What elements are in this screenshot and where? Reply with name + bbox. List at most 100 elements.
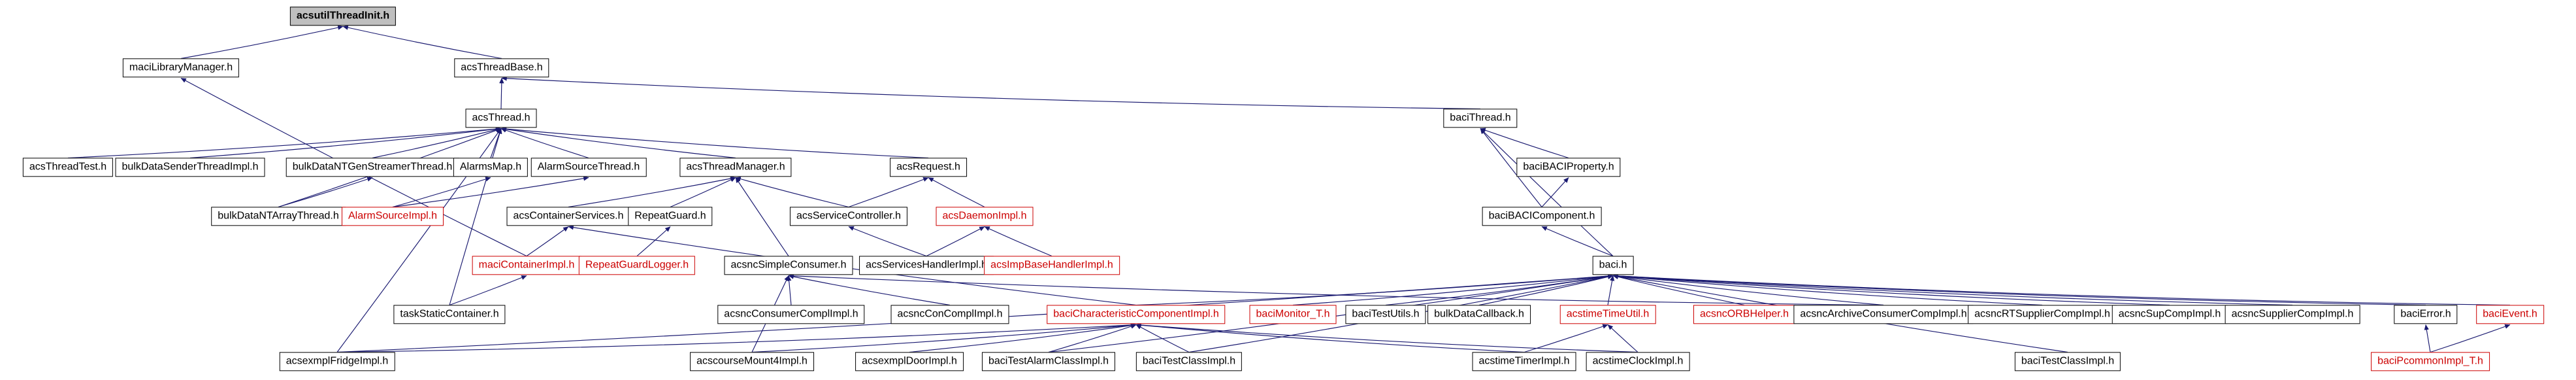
graph-edge-RepeatGuard-to-acsThreadManager: [670, 177, 736, 208]
graph-edge-acsncSupCompImpl-to-baci: [1612, 273, 2170, 306]
graph-edge-bulkDataNTArrayThread-to-bulkDataNTGenStreamerThread: [278, 177, 373, 208]
graph-node-acsImpBaseHandlerImpl[interactable]: acsImpBaseHandlerImpl.h: [984, 256, 1120, 275]
graph-node-AlarmsMap[interactable]: AlarmsMap.h: [453, 158, 529, 177]
graph-node-acsncORBHelper[interactable]: acsncORBHelper.h: [1693, 305, 1796, 324]
graph-edge-maciLibraryManager-to-acsutilThreadInit: [180, 25, 344, 60]
graph-edge-AlarmSourceThread-to-acsThread: [500, 128, 589, 159]
graph-node-acsThreadBase[interactable]: acsThreadBase.h: [454, 58, 549, 78]
graph-node-acsServicesHandlerImpl[interactable]: acsServicesHandlerImpl.h: [859, 256, 994, 275]
graph-edge-baciPcommonImpl_T-to-baciEvent: [2430, 324, 2511, 353]
graph-node-acstimeClockImpl[interactable]: acstimeClockImpl.h: [1586, 352, 1690, 371]
graph-node-AlarmSourceThread[interactable]: AlarmSourceThread.h: [530, 158, 647, 177]
graph-edge-acsServiceController-to-acsThreadManager: [735, 177, 849, 208]
graph-edge-acsImpBaseHandlerImpl-to-acsDaemonImpl: [984, 226, 1052, 257]
graph-node-baciThread[interactable]: baciThread.h: [1443, 109, 1518, 128]
graph-edge-baciThread-to-acsThreadBase: [501, 76, 1481, 110]
graph-node-acsexmplFridgeImpl[interactable]: acsexmplFridgeImpl.h: [279, 352, 395, 371]
graph-edge-acsexmplDoorImpl-to-baciCharacteristicComponentImpl: [909, 322, 1137, 353]
graph-edge-baciEvent-to-baci: [1612, 273, 2511, 306]
graph-node-baciTestAlarmClassImpl[interactable]: baciTestAlarmClassImpl.h: [981, 352, 1116, 371]
graph-edge-acsexmplFridgeImpl-to-baciCharacteristicComponentImpl: [336, 322, 1137, 353]
graph-edge-baciTestAlarmClassImpl-to-baciCharacteristicComponentImpl: [1048, 324, 1137, 353]
graph-edge-bulkDataNTGenStreamerThread-to-acsThread: [372, 127, 502, 159]
graph-edge-acsncArchiveConsumerCompImpl-to-baci: [1612, 273, 1884, 306]
graph-node-maciContainerImpl[interactable]: maciContainerImpl.h: [472, 256, 581, 275]
graph-node-acscourseMount4Impl[interactable]: acscourseMount4Impl.h: [690, 352, 814, 371]
graph-node-acsncSupCompImpl[interactable]: acsncSupCompImpl.h: [2111, 305, 2228, 324]
graph-node-acsContainerServices[interactable]: acsContainerServices.h: [506, 207, 630, 226]
graph-node-acsutilThreadInit[interactable]: acsutilThreadInit.h: [289, 7, 397, 26]
graph-edge-acsThread-to-acsThreadBase: [499, 78, 504, 109]
graph-node-acsServiceController[interactable]: acsServiceController.h: [789, 207, 908, 226]
graph-edge-baciPcommonImpl_T-to-baciError: [2424, 324, 2431, 353]
graph-node-acsRequest[interactable]: acsRequest.h: [890, 158, 967, 177]
graph-node-acsncConComplImpl[interactable]: acsncConComplImpl.h: [890, 305, 1009, 324]
graph-edge-baciBACIComponent-to-baciThread: [1480, 128, 1542, 207]
graph-edge-AlarmSourceImpl-to-AlarmSourceThread: [392, 176, 589, 208]
graph-node-maciLibraryManager[interactable]: maciLibraryManager.h: [122, 58, 240, 78]
graph-edge-baci-to-baciBACIComponent: [1541, 226, 1614, 257]
graph-node-bulkDataNTArrayThread[interactable]: bulkDataNTArrayThread.h: [211, 207, 346, 226]
graph-node-acsThread[interactable]: acsThread.h: [465, 109, 537, 128]
graph-edge-acsContainerServices-to-acsThreadManager: [568, 176, 736, 208]
graph-node-acsDaemonImpl[interactable]: acsDaemonImpl.h: [936, 207, 1034, 226]
graph-edge-baciBACIComponent-to-baciBACIProperty: [1541, 177, 1569, 207]
graph-edge-acsncRTSupplierCompImpl-to-baci: [1612, 273, 2043, 306]
graph-node-AlarmSourceImpl[interactable]: AlarmSourceImpl.h: [341, 207, 444, 226]
graph-node-baciError[interactable]: baciError.h: [2394, 305, 2458, 324]
graph-node-acsncConsumerComplImpl[interactable]: acsncConsumerComplImpl.h: [717, 305, 865, 324]
graph-node-taskStaticContainer[interactable]: taskStaticContainer.h: [393, 305, 506, 324]
graph-node-bulkDataNTGenStreamerThread[interactable]: bulkDataNTGenStreamerThread.h: [285, 158, 459, 177]
graph-edge-baciBACIProperty-to-baciThread: [1480, 128, 1569, 159]
graph-node-acsncRTSupplierCompImpl[interactable]: acsncRTSupplierCompImpl.h: [1968, 305, 2117, 324]
graph-edge-acstimeClockImpl-to-acstimeTimeUtil: [1607, 324, 1639, 353]
graph-edge-acsServicesHandlerImpl-to-acsDaemonImpl: [926, 226, 985, 257]
graph-node-baciBACIComponent[interactable]: baciBACIComponent.h: [1482, 207, 1602, 226]
graph-node-baciEvent[interactable]: baciEvent.h: [2476, 305, 2544, 324]
graph-node-acsexmplDoorImpl[interactable]: acsexmplDoorImpl.h: [855, 352, 964, 371]
graph-node-RepeatGuard[interactable]: RepeatGuard.h: [628, 207, 713, 226]
graph-node-bulkDataCallback[interactable]: bulkDataCallback.h: [1427, 305, 1531, 324]
graph-edge-bulkDataSenderThreadImpl-to-acsThread: [189, 126, 502, 159]
graph-node-baciMonitor_T[interactable]: baciMonitor_T.h: [1249, 305, 1337, 324]
graph-node-baciTestClassImpl2[interactable]: baciTestClassImpl.h: [2014, 352, 2121, 371]
graph-node-acsncSupplierCompImpl[interactable]: acsncSupplierCompImpl.h: [2225, 305, 2360, 324]
graph-edge-RepeatGuardLogger-to-RepeatGuard: [636, 226, 671, 256]
graph-edge-acsRequest-to-acsThread: [500, 126, 929, 159]
graph-edge-acstimeTimeUtil-to-baci: [1607, 275, 1615, 305]
graph-edge-acsncSupplierCompImpl-to-baci: [1612, 273, 2293, 306]
graph-node-baciCharacteristicComponentImpl[interactable]: baciCharacteristicComponentImpl.h: [1047, 305, 1226, 324]
graph-node-acsThreadManager[interactable]: acsThreadManager.h: [679, 158, 792, 177]
graph-node-bulkDataSenderThreadImpl[interactable]: bulkDataSenderThreadImpl.h: [115, 158, 265, 177]
graph-node-acsncSimpleConsumer[interactable]: acsncSimpleConsumer.h: [724, 256, 853, 275]
graph-node-baciPcommonImpl_T[interactable]: baciPcommonImpl_T.h: [2371, 352, 2490, 371]
graph-edge-acscourseMount4Impl-to-baciCharacteristicComponentImpl: [751, 322, 1137, 353]
graph-node-acstimeTimeUtil[interactable]: acstimeTimeUtil.h: [1559, 305, 1656, 324]
graph-node-acstimeTimerImpl[interactable]: acstimeTimerImpl.h: [1472, 352, 1576, 371]
graph-node-baciTestClassImpl[interactable]: baciTestClassImpl.h: [1135, 352, 1243, 371]
graph-edge-baciMonitor_T-to-baci: [1292, 273, 1614, 306]
graph-edge-acsncConComplImpl-to-acsncSimpleConsumer: [788, 274, 951, 306]
graph-edge-acstimeClockImpl-to-baciCharacteristicComponentImpl: [1135, 322, 1639, 353]
graph-edge-baci-to-baciThread: [1480, 128, 1614, 256]
graph-edge-acsThreadManager-to-acsThread: [500, 126, 736, 159]
graph-node-baciBACIProperty[interactable]: baciBACIProperty.h: [1516, 158, 1621, 177]
graph-edge-maciContainerImpl-to-acsContainerServices: [526, 226, 569, 256]
graph-edge-taskStaticContainer-to-maciContainerImpl: [449, 275, 527, 306]
graph-node-baci[interactable]: baci.h: [1592, 256, 1634, 275]
graph-edge-acsDaemonImpl-to-acsRequest: [928, 177, 985, 208]
graph-edge-acsncConsumerComplImpl-to-acsncSimpleConsumer: [787, 275, 792, 305]
graph-edge-acstimeTimerImpl-to-acstimeTimeUtil: [1524, 324, 1608, 353]
graph-node-acsThreadTest[interactable]: acsThreadTest.h: [22, 158, 114, 177]
graph-edge-taskStaticContainer-to-acsThread: [449, 128, 502, 305]
graph-edge-acsThreadTest-to-acsThread: [67, 126, 502, 159]
graph-node-acsncArchiveConsumerCompImpl[interactable]: acsncArchiveConsumerCompImpl.h: [1793, 305, 1974, 324]
graph-edge-acsServicesHandlerImpl-to-acsServiceController: [848, 226, 927, 257]
graph-edge-baciCharacteristicComponentImpl-to-baci: [1135, 273, 1614, 306]
graph-edge-acsncORBHelper-to-baci: [1612, 274, 1745, 306]
graph-node-baciTestUtils[interactable]: baciTestUtils.h: [1345, 305, 1426, 324]
graph-node-RepeatGuardLogger[interactable]: RepeatGuardLogger.h: [578, 256, 696, 275]
graph-edge-acsncArchiveConsumerCompImpl-to-acsncSimpleConsumer: [788, 273, 1884, 306]
